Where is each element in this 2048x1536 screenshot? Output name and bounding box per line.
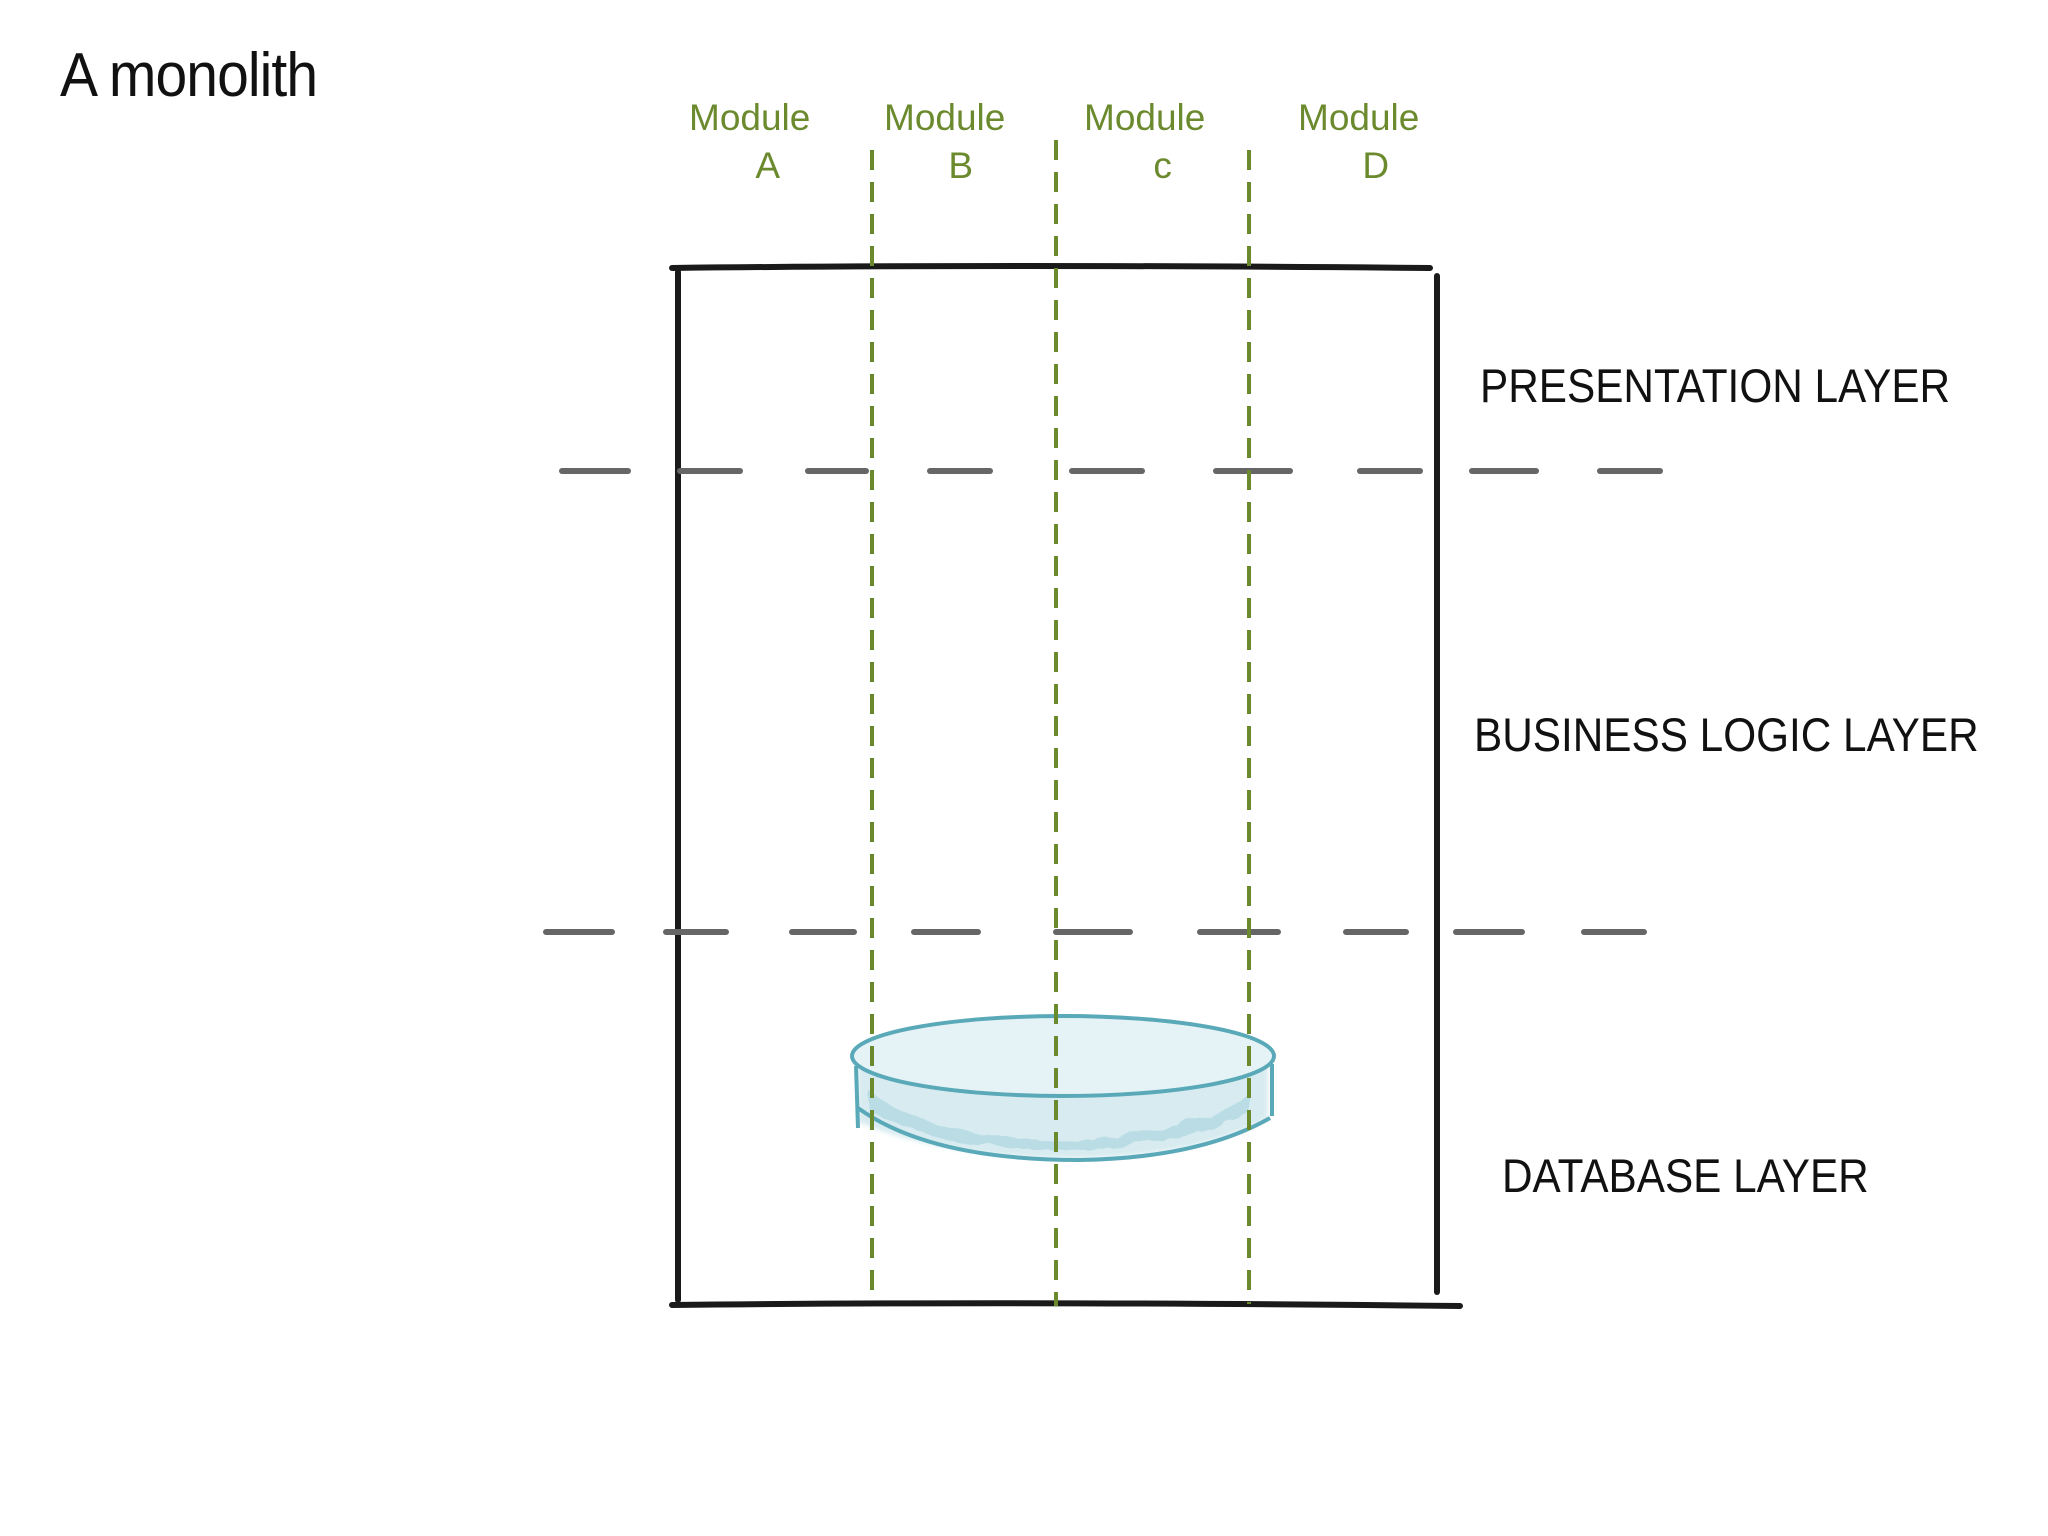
- module-label-c: Module c: [1084, 94, 1205, 190]
- module-label-b: Module B: [884, 94, 1005, 190]
- module-b-letter: B: [948, 145, 974, 186]
- module-b-name: Module: [884, 97, 1006, 138]
- monolith-left-edge: [675, 269, 682, 1303]
- monolith-top-edge: [669, 263, 1433, 271]
- business-logic-layer-label: BUSINESS LOGIC LAYER: [1474, 708, 1979, 761]
- module-dividers: [870, 140, 1251, 1306]
- database-body-wash-texture: [870, 1092, 1250, 1150]
- monolith-right-edge: [1434, 273, 1441, 1295]
- module-label-d: Module D: [1298, 94, 1419, 190]
- module-c-name: Module: [1084, 97, 1206, 138]
- module-a-letter: A: [755, 145, 781, 186]
- page-title: A monolith: [60, 41, 318, 110]
- monolith-outline: [669, 263, 1463, 1309]
- module-label-a: Module A: [689, 94, 810, 190]
- database-top: [850, 1014, 1276, 1098]
- database-side-left: [854, 1065, 860, 1129]
- presentation-layer-label: PRESENTATION LAYER: [1480, 359, 1951, 412]
- module-d-letter: D: [1362, 145, 1390, 186]
- database-bottom-rim: [856, 1106, 1271, 1163]
- monolith-bottom-edge: [669, 1300, 1463, 1309]
- database-layer-label: DATABASE LAYER: [1502, 1149, 1869, 1202]
- module-d-name: Module: [1298, 97, 1420, 138]
- module-c-letter: c: [1153, 145, 1172, 186]
- database-cylinder-icon: [850, 1014, 1276, 1163]
- module-a-name: Module: [689, 97, 811, 138]
